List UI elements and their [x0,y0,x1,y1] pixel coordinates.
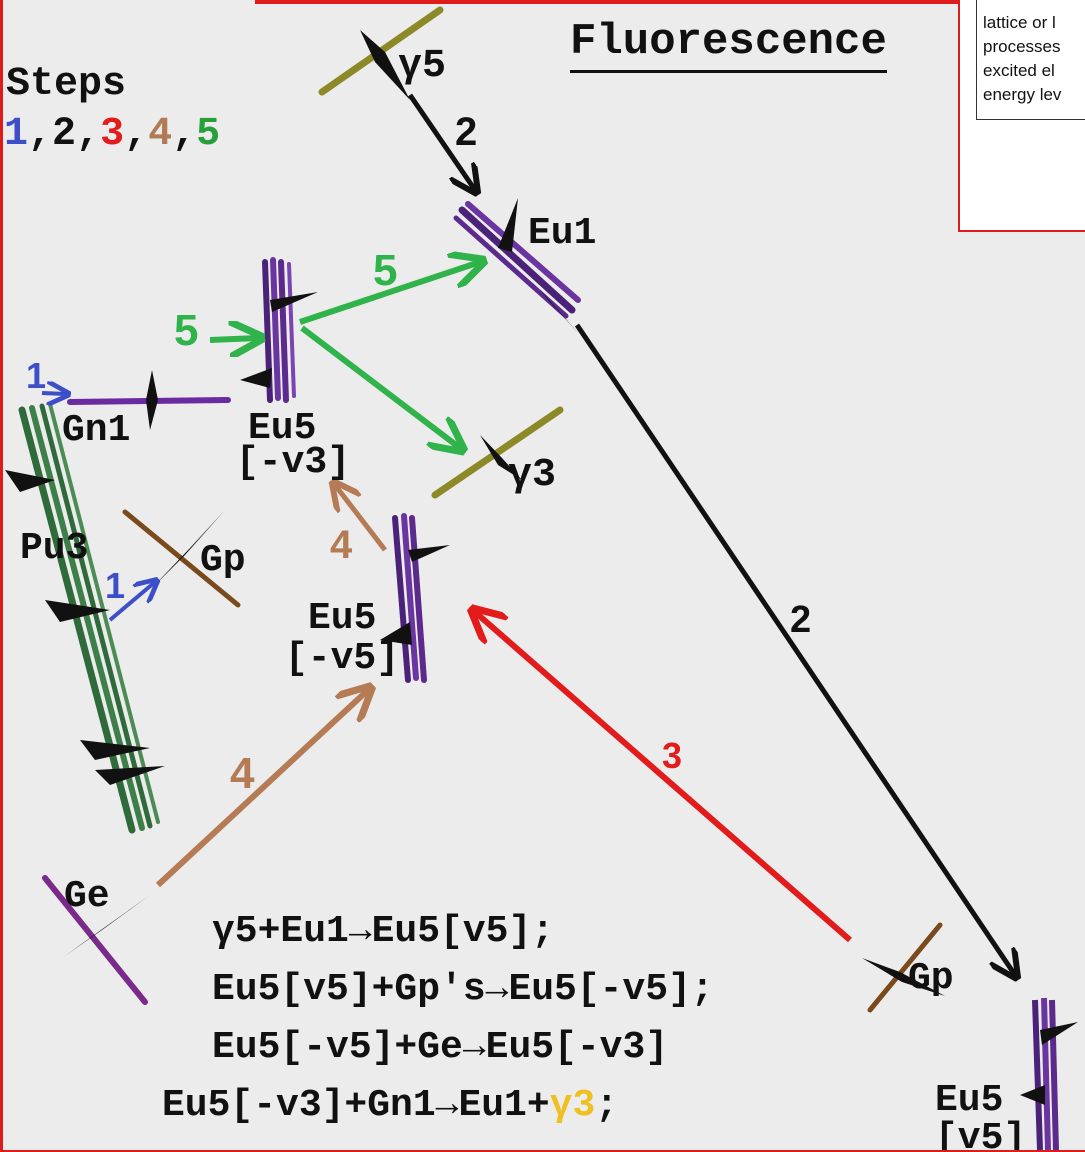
equation-part: ; [595,1084,618,1127]
equation-part: Eu5[-v3]+Gn1→Eu1+ [162,1084,550,1127]
arrow-step5-down [302,328,460,448]
label-eu5-v5-line2: [v5] [935,1117,1026,1152]
label-pu3: Pu3 [20,527,88,570]
eu5-v5-molecule [1020,998,1078,1150]
arrow-label-step2-top: 2 [455,110,477,154]
equation-line: Eu5[v5]+Gp′s→Eu5[-v5]; [212,968,714,1011]
label-gn1: Gn1 [62,409,130,452]
equation-part: γ5+Eu1→Eu5[v5]; [212,910,554,953]
arrow-label-step5-upper: 5 [373,246,397,295]
arrow-step5-left [210,338,258,340]
arrow-label-step4-lower: 4 [230,749,255,798]
arrow-step4-lower [158,690,368,885]
equation-line: Eu5[-v3]+Gn1→Eu1+γ3; [162,1084,618,1127]
arrow-label-step3: 3 [662,735,682,776]
equation-part: Eu5[v5]+Gp′s→Eu5[-v5]; [212,968,714,1011]
label-eu5-v5neg-line1: Eu5 [308,597,376,640]
label-eu5-v5-line1: Eu5 [935,1079,1003,1122]
label-gp-right: Gp [908,957,954,1000]
pu3-molecule [5,404,165,830]
label-gamma5: γ5 [398,44,446,89]
label-eu5-v3-line2: [-v3] [236,441,350,484]
equation-line: γ5+Eu1→Eu5[v5]; [212,910,554,953]
arrow-label-step4-upper: 4 [330,523,353,567]
arrow-label-step1-gn1: 1 [26,355,46,396]
equation-line: Eu5[-v5]+Ge→Eu5[-v3] [212,1026,668,1069]
arrow-label-step2-right: 2 [790,599,811,641]
equation-part: Eu5[-v5]+Ge→Eu5[-v3] [212,1026,668,1069]
label-gp-left: Gp [200,539,246,582]
arrow-label-step1-gp: 1 [105,565,125,606]
label-gamma3: γ3 [508,453,556,498]
label-eu5-v5neg-line2: [-v5] [285,637,399,680]
label-ge: Ge [64,875,110,918]
arrow-step3 [475,612,850,940]
label-eu1: Eu1 [528,212,596,255]
equation-part-gamma3: γ3 [550,1084,596,1127]
arrow-label-step5-left: 5 [174,306,198,355]
arrow-step2-right [577,325,1015,975]
